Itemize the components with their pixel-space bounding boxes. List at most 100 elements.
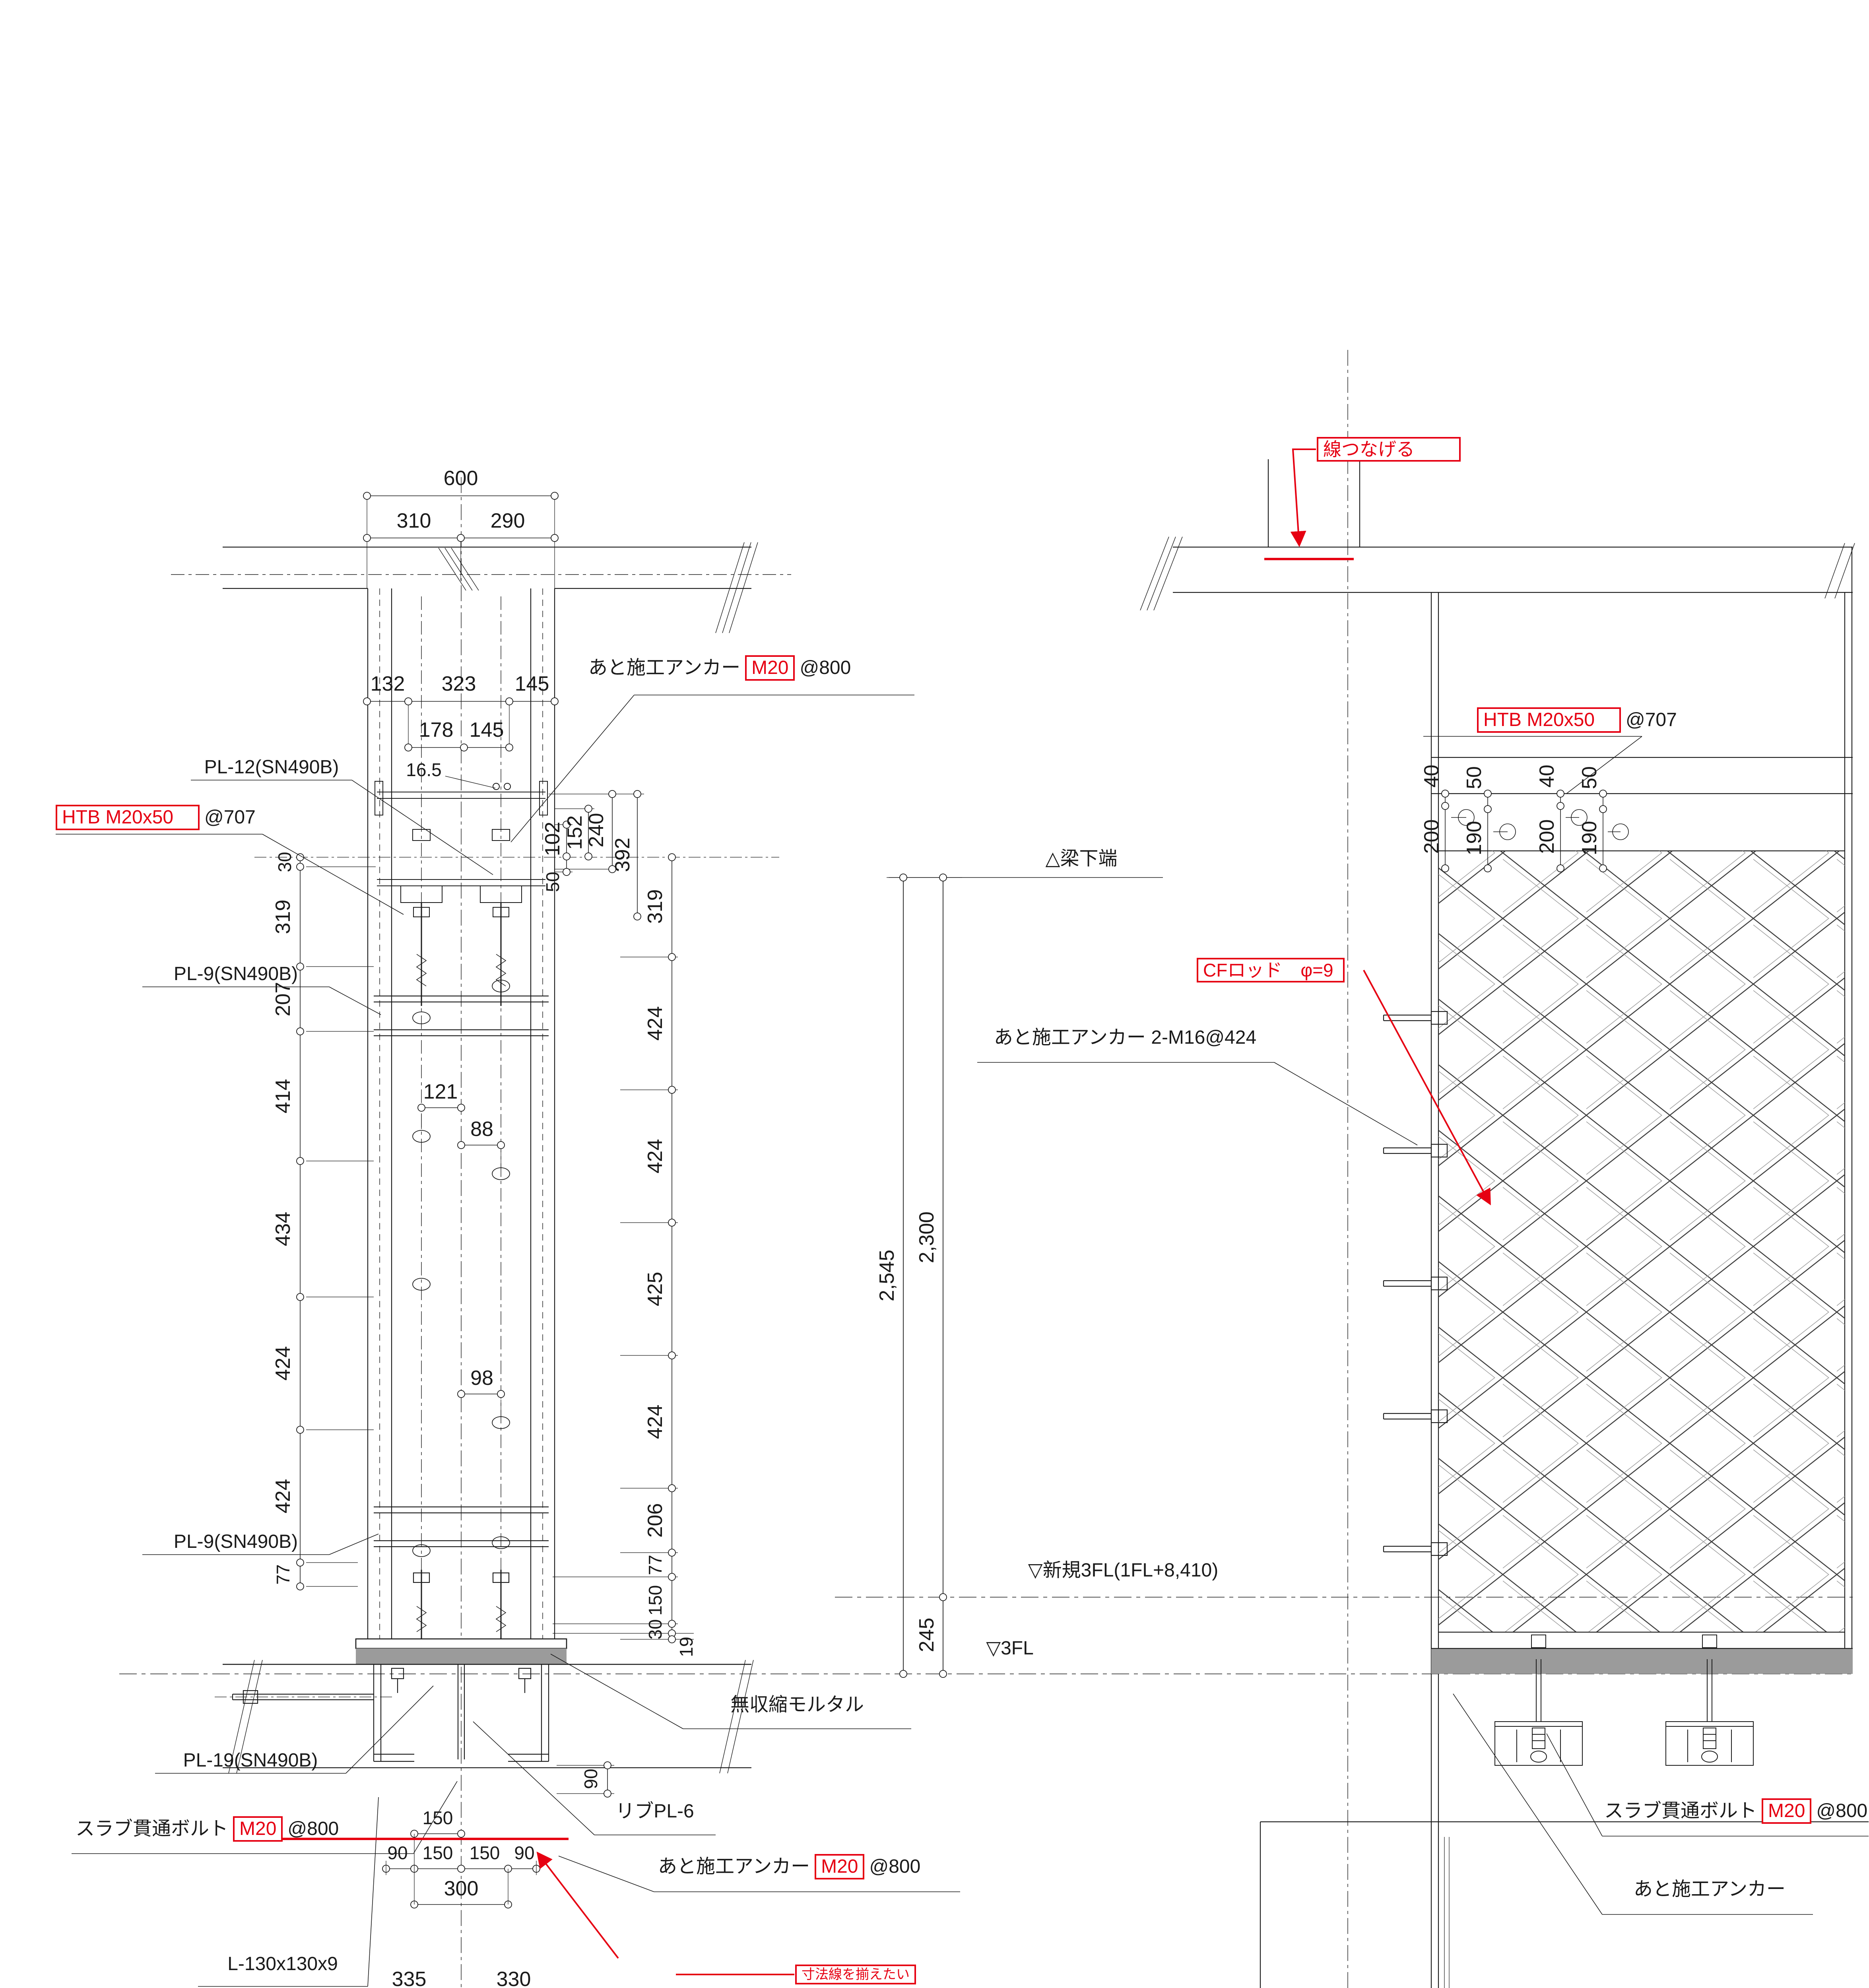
redbox-align-note-redbox: 寸法線を揃えたい [795, 1965, 916, 1984]
label-slab-bolt-right-text: スラブ貫通ボルト [1604, 1800, 1757, 1821]
dim-309-15 [1444, 1837, 1450, 1988]
label-rib: リブPL-6 [615, 1802, 694, 1821]
dim-300: 300 [444, 1878, 479, 1899]
dim-90-v-text: 90 [580, 1769, 601, 1789]
dim-240-text: 240 [585, 813, 608, 848]
dim-2300: 2,300 [915, 1211, 938, 1264]
dim-150-a-text: 150 [422, 1842, 453, 1863]
dim-319-l-text: 319 [272, 899, 295, 934]
dim-190a: 190 [1463, 821, 1486, 856]
dim-424-la: 424 [272, 1346, 295, 1381]
right-break-marks [1140, 536, 1855, 611]
dim-323-text: 323 [441, 672, 476, 695]
dim-424-lb: 424 [272, 1479, 295, 1514]
dim-150-b: 150 [470, 1844, 500, 1862]
label-pl9-lower: PL-9(SN490B) [174, 1532, 298, 1551]
dim-335-text: 335 [392, 1968, 427, 1988]
label-3fl: ▽3FL [986, 1639, 1034, 1658]
label-new-3fl-text: ▽新規3FL(1FL+8,410) [1028, 1560, 1219, 1581]
dim-50a: 50 [1463, 766, 1486, 789]
dim-319-r: 319 [644, 889, 667, 924]
label-new-3fl: ▽新規3FL(1FL+8,410) [1028, 1561, 1218, 1580]
hanging-bolt-plates [1494, 1635, 1754, 1766]
label-pl9-upper-text: PL-9(SN490B) [173, 963, 298, 984]
label-slab-bolt-right-redbox: M20 [1762, 1798, 1812, 1824]
dim-132: 132 [371, 674, 405, 694]
dim-102: 102 [541, 822, 564, 856]
redbox-cf-rod-redbox: CFロッド φ=9 [1197, 958, 1345, 982]
dim-50b: 50 [1578, 766, 1601, 789]
htb-bolt-dims [1441, 790, 1629, 872]
dim-50-s-text: 50 [542, 872, 563, 892]
dim-77-r: 77 [645, 1555, 666, 1575]
label-slab-bolt-right-text: @800 [1816, 1800, 1868, 1821]
dim-335: 335 [392, 1969, 427, 1988]
splice-plates [374, 995, 549, 1547]
dim-121: 121 [423, 1081, 458, 1102]
dim-145b: 145 [470, 720, 504, 740]
right-view [1140, 350, 1869, 1988]
dim-98: 98 [470, 1368, 493, 1388]
dim-425-text: 425 [644, 1272, 667, 1307]
dim-200a: 200 [1420, 819, 1443, 854]
label-pl19-text: PL-19(SN490B) [183, 1750, 318, 1771]
right-mortar-band [1431, 1648, 1853, 1674]
cf-rod-arrow [1363, 970, 1491, 1206]
dim-98-text: 98 [470, 1367, 493, 1390]
dim-414: 414 [272, 1079, 295, 1114]
dim-150-top: 150 [423, 1809, 453, 1827]
label-htb-left-redbox: HTB M20x50 [56, 805, 200, 830]
dim-392: 392 [611, 837, 634, 872]
dim-90-b-text: 90 [514, 1842, 535, 1863]
dim-310: 310 [397, 511, 431, 531]
dim-424-lb-text: 424 [272, 1479, 295, 1514]
dim-50-s: 50 [542, 872, 563, 892]
dim-207-text: 207 [272, 982, 295, 1017]
red-markups [278, 448, 1491, 1975]
redbox-tsunageru-redbox: 線つなげる [1317, 437, 1461, 462]
dim-40b: 40 [1535, 765, 1558, 788]
dim-2300-text: 2,300 [915, 1211, 938, 1264]
dim-19-text: 19 [676, 1637, 697, 1657]
dim-77-l: 77 [273, 1564, 293, 1585]
label-angle-text: L-130x130x9 [227, 1953, 338, 1974]
dimensions-center [887, 874, 962, 1678]
base-detail [215, 1570, 754, 1774]
label-anchor-2m16-text: あと施工アンカー 2-M16@424 [994, 1027, 1257, 1048]
label-htb-right-redbox: HTB M20x50 [1477, 707, 1621, 733]
label-beam-soffit-text: △梁下端 [1045, 848, 1118, 869]
dim-424-ra-text: 424 [644, 1006, 667, 1041]
dim-392-text: 392 [611, 837, 634, 872]
dim-90-a: 90 [387, 1844, 408, 1862]
anchors-2m16 [1383, 1011, 1448, 1556]
label-pl12: PL-12(SN490B) [204, 758, 339, 777]
dim-200a-text: 200 [1420, 819, 1443, 854]
dim-200b-text: 200 [1535, 819, 1558, 854]
dim-206-text: 206 [644, 1503, 667, 1538]
label-anchor-top-redbox: M20 [745, 655, 795, 681]
dim-88: 88 [470, 1119, 493, 1140]
label-anchor-right-text: あと施工アンカー [1633, 1879, 1786, 1900]
label-mortar-text: 無収縮モルタル [730, 1694, 864, 1715]
label-pl12-text: PL-12(SN490B) [204, 757, 339, 778]
red-arrow-bottom [536, 1851, 619, 1959]
dim-150-a: 150 [423, 1844, 453, 1862]
dim-323: 323 [442, 674, 476, 694]
break-marks [438, 542, 758, 633]
label-htb-left-text: @707 [204, 807, 256, 828]
dim-190b: 190 [1578, 821, 1601, 856]
rib-pl6 [457, 1664, 465, 1759]
label-pl19: PL-19(SN490B) [183, 1751, 318, 1770]
dim-90-a-text: 90 [387, 1842, 408, 1863]
label-htb-left: HTB M20x50@707 [56, 805, 256, 830]
label-slab-bolt-left-redbox: M20 [233, 1816, 283, 1842]
label-anchor-top-text: あと施工アンカー [588, 657, 741, 678]
dim-245: 245 [915, 1618, 938, 1652]
dim-206: 206 [644, 1503, 667, 1538]
cf-lattice-hatch [1438, 851, 1845, 1632]
dim-50a-text: 50 [1463, 766, 1486, 789]
dim-77-l-text: 77 [273, 1564, 293, 1585]
